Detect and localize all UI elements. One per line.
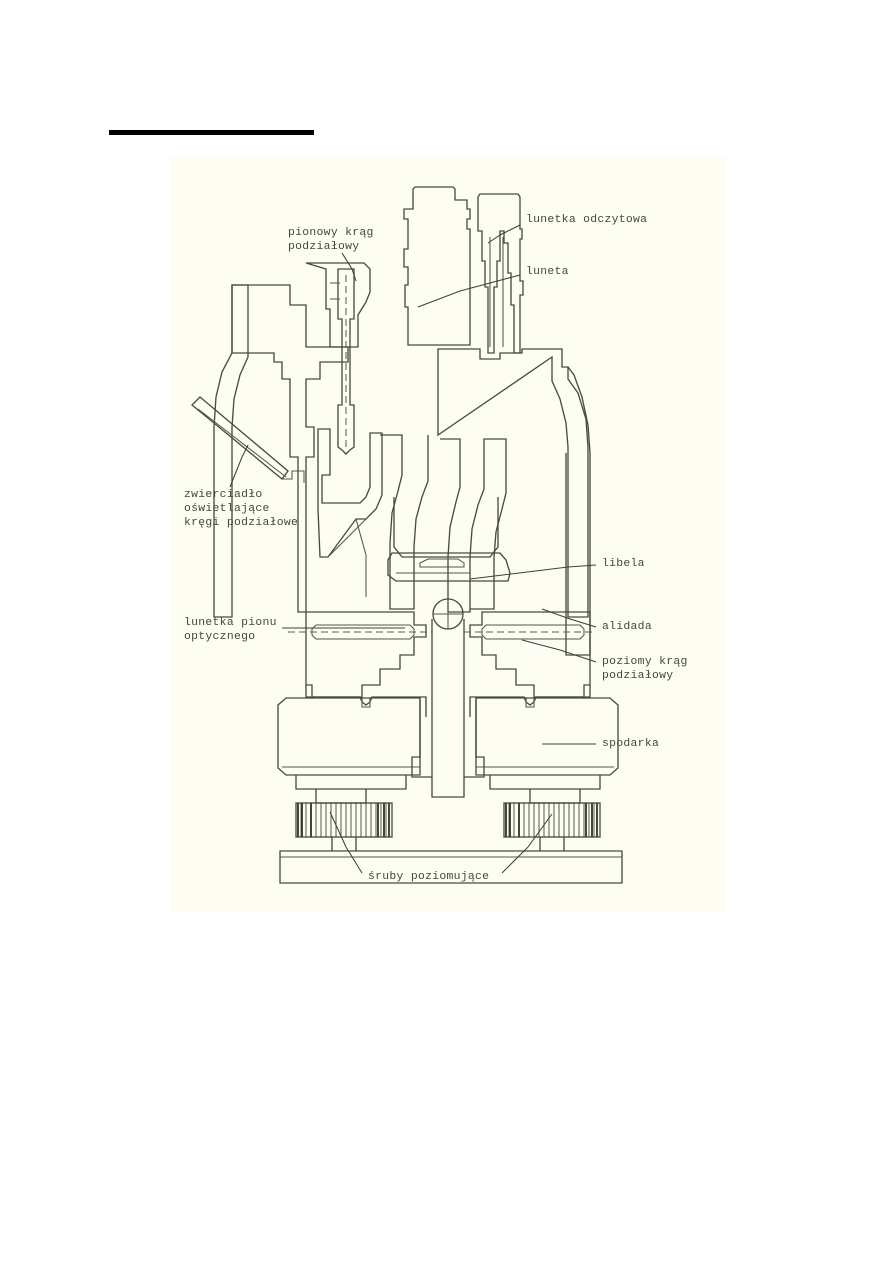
label-pionowy-krag-podzialowy-line2: podziałowy xyxy=(288,241,359,253)
illumination-mirror-rib xyxy=(197,408,287,478)
tribrach-assembly xyxy=(277,697,619,804)
alidade-clamp-pin-left xyxy=(361,697,371,708)
tribrach-collar-left xyxy=(295,775,407,790)
leader-lines xyxy=(229,224,597,874)
label-lunetka-odczytowa: lunetka odczytowa xyxy=(526,214,647,226)
leader-poziomy-krag xyxy=(521,639,597,663)
left-alidade-shoulder xyxy=(213,284,249,618)
leader-sruby-right xyxy=(501,813,553,874)
plate-level-bubble-vial xyxy=(419,558,465,568)
leader-pionowy-krag xyxy=(341,252,357,282)
tribrach-collar-right xyxy=(489,775,601,790)
label-poziomy-krag-line1: poziomy krąg xyxy=(602,656,688,668)
plate-level-housing xyxy=(387,552,511,582)
alidade-plate-right xyxy=(469,611,591,698)
levelling-screw-right-knurled-head xyxy=(503,802,601,838)
label-zwierciadlo-line1: zwierciadło xyxy=(184,489,263,501)
cover-plate-notch xyxy=(330,282,340,300)
levelling-screw-right-stem xyxy=(539,837,565,851)
plate-level-assembly xyxy=(387,497,511,582)
levelling-screw-left-end-shading xyxy=(297,803,390,837)
redacted-heading-rule xyxy=(109,130,314,135)
leader-libela xyxy=(469,564,597,580)
levelling-screw-right-end-shading xyxy=(505,803,598,837)
right-alidade-body-outline xyxy=(437,348,589,618)
levelling-screw-seat-right xyxy=(529,789,581,804)
label-lunetka-pionu-line1: lunetka pionu xyxy=(184,617,277,629)
leader-sruby-left xyxy=(329,811,363,874)
vertical-axis-sleeve-right xyxy=(464,698,485,778)
figure-canvas: pionowy krąg podziałowy lunetka odczytow… xyxy=(184,186,688,884)
label-lunetka-pionu-line2: optycznego xyxy=(184,631,255,643)
telescope-inner-tube xyxy=(489,237,504,347)
horizontal-circle-assembly xyxy=(288,598,592,798)
levelling-screw-left xyxy=(295,802,393,851)
label-luneta: luneta xyxy=(526,266,569,278)
levelling-screw-right xyxy=(503,802,601,851)
label-pionowy-krag-podzialowy-line1: pionowy krąg xyxy=(288,227,374,239)
reading-microscope-outline xyxy=(477,193,524,354)
leader-luneta xyxy=(417,274,521,308)
base-plate xyxy=(279,850,623,884)
vertical-circle-wedge xyxy=(327,518,367,597)
vertical-circle-cover-plate xyxy=(305,262,371,348)
telescope-lower-block xyxy=(393,497,499,558)
left-standard-inner-cavity xyxy=(380,434,429,610)
alidade-foot-right xyxy=(469,685,591,717)
optical-plummet-crosshair xyxy=(433,599,463,629)
label-spodarka: spodarka xyxy=(602,738,659,750)
label-zwierciadlo-line2: oświetlające xyxy=(184,503,270,515)
telescope-housing-outline xyxy=(403,186,471,346)
illumination-mirror-plate xyxy=(190,396,289,480)
leader-zwierciadlo xyxy=(229,444,249,488)
label-poziomy-krag-line2: podziałowy xyxy=(602,670,673,682)
right-standard-inner-cavity xyxy=(440,438,507,613)
alidade-clamp-pin-right xyxy=(525,697,535,708)
label-sruby-poziomujace: śruby poziomujące xyxy=(368,871,489,883)
label-alidada: alidada xyxy=(602,621,652,633)
levelling-screw-right-knurl-hatch xyxy=(508,803,595,837)
tribrach-body-right xyxy=(475,697,619,776)
illumination-mirror-hinge xyxy=(282,470,305,483)
vertical-axis-column xyxy=(431,619,465,798)
label-zwierciadlo-line3: kręgi podziałowe xyxy=(184,517,298,529)
theodolite-cross-section-figure: pionowy krąg podziałowy lunetka odczytow… xyxy=(170,157,726,912)
vertical-circle-lower-bracket xyxy=(317,428,383,558)
levelling-screw-left-knurled-head xyxy=(295,802,393,838)
leader-alidada xyxy=(541,608,597,628)
alidade-plate-left xyxy=(305,611,427,698)
vertical-axis-sleeve-left xyxy=(411,698,432,778)
levelling-screw-seat-left xyxy=(315,789,367,804)
horizontal-circle-strip-right xyxy=(481,624,585,640)
alidade-right-wall xyxy=(565,366,591,656)
illumination-mirror xyxy=(190,396,305,483)
levelling-screw-left-knurl-hatch xyxy=(300,803,387,837)
leader-lunetka-odczytowa xyxy=(487,224,521,244)
tribrach-body-left xyxy=(277,697,421,776)
label-libela: libela xyxy=(602,558,645,570)
horizontal-circle-strip-left xyxy=(311,624,415,640)
alidade-foot-left xyxy=(305,685,427,717)
left-standard-outline xyxy=(231,284,349,613)
vertical-circle-graduated-ring xyxy=(337,268,355,455)
levelling-screw-left-stem xyxy=(331,837,357,851)
